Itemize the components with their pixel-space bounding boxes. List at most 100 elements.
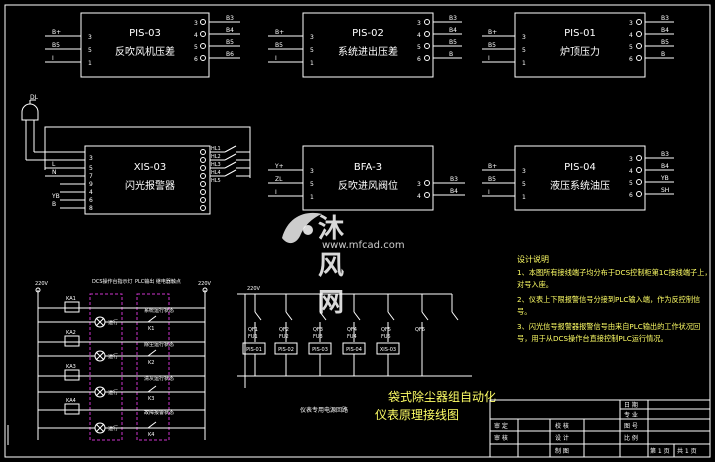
pis01-in-1: B5 <box>488 42 496 49</box>
pis04-pin-out-2: 5 <box>629 180 633 187</box>
load-2: PIS-03 <box>312 347 328 353</box>
fuse-2: FU3 <box>313 334 323 340</box>
pis03-out-3: B6 <box>226 51 234 58</box>
pis03-out-1: B4 <box>226 27 234 34</box>
state-1: 除尘运行状态 <box>144 341 174 348</box>
pis04-pin-in-0: 3 <box>522 168 526 175</box>
drawing-title-line2: 仪表原理接线图 <box>375 407 459 422</box>
power-branch-5: QF5 FU5 XIS-03 <box>376 294 400 376</box>
tb-r1-c4: 比 例 <box>624 434 638 442</box>
power-branch-4: QF4 FU4 PIS-04 <box>342 294 366 376</box>
tb-r2-c4: 第 1 页 <box>650 447 670 455</box>
state-0: 系统运行状态 <box>144 307 174 314</box>
contact-2: K3 <box>148 396 154 402</box>
breaker-1: QF2 <box>279 327 289 333</box>
pis03-desc: 反吹风机压差 <box>115 45 175 58</box>
pis01-out-3: B <box>661 51 665 58</box>
alarm-right-label: 220V <box>198 281 212 287</box>
load-4: XIS-03 <box>380 347 396 353</box>
module-bfa3: BFA-3 反吹进风阀位 Y+ ZL I 3 5 1 3 4 B3 B4 <box>268 145 465 211</box>
pis01-out-0: B3 <box>661 15 669 22</box>
pis03-out-0: B3 <box>226 15 234 22</box>
breaker-3: QF4 <box>347 327 357 333</box>
drawing-title-line1: 袋式除尘器组自动化 <box>388 389 496 404</box>
bfa3-pin-in-1: 5 <box>310 181 314 188</box>
pis04-tag: PIS-04 <box>564 162 596 173</box>
tb-r0-c0: 审 定 <box>494 422 508 430</box>
pis04-out-0: B3 <box>661 151 669 158</box>
module-pis04: PIS-04 液压系统油压 B+ B5 I 3 5 1 3 4 5 6 B3 B… <box>482 145 674 211</box>
pis03-pin-out-0: 3 <box>194 20 198 27</box>
horn-label: DL <box>30 94 39 101</box>
notes-line-3: 号。 <box>517 307 531 316</box>
drawing-title: 袋式除尘器组自动化 仪表原理接线图 <box>375 389 496 422</box>
pis02-pin-out-1: 4 <box>417 32 421 39</box>
xis03-left-pins: L N YB B 3 5 7 9 4 6 8 <box>45 155 93 212</box>
fuse-4: FU5 <box>381 334 391 340</box>
pis04-pin-out-0: 3 <box>629 156 633 163</box>
design-notes: 设计说明 1、本图所有接线端子均分布于DCS控制柜第1C接线端子上， 对号入座。… <box>517 254 712 343</box>
pis02-pin-in-2: 1 <box>310 60 314 67</box>
pis01-pin-out-1: 4 <box>629 32 633 39</box>
load-3: PIS-04 <box>346 347 362 353</box>
notes-line-5: 号，用于从DCS操作台直接控制PLC运行情况。 <box>517 334 668 343</box>
breaker-0: QF1 <box>248 327 258 333</box>
fuse-0: FU1 <box>248 334 258 340</box>
alarm-row-4: KA4 运行 故障报警状态 K4 <box>38 398 205 438</box>
xis03-pin-3: 9 <box>89 181 93 188</box>
pis02-pin-in-0: 3 <box>310 34 314 41</box>
pis02-pin-in-1: 5 <box>310 47 314 54</box>
breaker-5: QF6 <box>415 327 425 333</box>
xis03-pin-5: 6 <box>89 197 93 204</box>
xis03-out-1: HL2 <box>211 154 221 160</box>
horn-icon <box>21 103 39 121</box>
pis04-in-2: I <box>488 189 490 196</box>
xis03-pin-0: 3 <box>89 155 93 162</box>
bfa3-in-1: ZL <box>275 176 283 183</box>
relay-3: KA4 <box>66 398 76 404</box>
fuse-1: FU2 <box>279 334 289 340</box>
notes-heading: 设计说明 <box>517 254 549 264</box>
pis04-pin-in-2: 1 <box>522 194 526 201</box>
tb-r0-c2: 校 核 <box>555 422 569 430</box>
state-2: 清灰运行状态 <box>144 375 174 382</box>
alarm-row-2: KA2 运行 除尘运行状态 K2 <box>38 330 205 366</box>
load-0: PIS-01 <box>246 347 262 353</box>
xis03-out-3: HL4 <box>211 170 221 176</box>
contact-0: K1 <box>148 326 154 332</box>
xis03-pin-2: 7 <box>89 173 93 180</box>
alarm-row-3: KA3 运行 清灰运行状态 K3 <box>38 364 205 402</box>
bfa3-in-0: Y+ <box>274 163 284 170</box>
module-pis01: PIS-01 炉顶压力 B+ B5 I 3 5 1 3 4 5 6 B3 B4 … <box>482 12 674 78</box>
breaker-2: QF3 <box>313 327 323 333</box>
notes-line-4: 3、闪光信号报警器报警信号由来自PLC输出的工作状况回 <box>517 322 700 331</box>
alarm-left-label: 220V <box>35 281 49 287</box>
notes-line-1: 对号入座。 <box>517 280 553 289</box>
xis03-in-N: N <box>52 169 57 176</box>
relay-1: KA2 <box>66 330 76 336</box>
breaker-4: QF5 <box>381 327 391 333</box>
xis03-desc: 闪光报警器 <box>125 179 175 192</box>
pis03-in-0: B+ <box>52 29 61 36</box>
power-caption: 仪表专用电源回路 <box>300 406 348 414</box>
state-3: 故障报警状态 <box>144 409 174 416</box>
xis03-tag: XIS-03 <box>134 162 166 173</box>
pis03-tag: PIS-03 <box>129 28 161 39</box>
pis02-out-2: B5 <box>449 39 457 46</box>
tb-r2-c2: 制 图 <box>555 447 569 455</box>
alarm-lamp-circuit: 220V DCS操作台指示灯 PLC输出 继电器触点 220V KA1 运行 系… <box>35 278 212 441</box>
pis01-pin-out-3: 6 <box>629 56 633 63</box>
alarm-right-header: PLC输出 继电器触点 <box>135 278 181 285</box>
pis04-pin-out-3: 6 <box>629 192 633 199</box>
pis02-pin-out-0: 3 <box>417 20 421 27</box>
contact-1: K2 <box>148 360 154 366</box>
pis02-out-3: B <box>449 51 453 58</box>
module-pis02: PIS-02 系统进出压差 B+ B5 I 3 5 1 3 4 5 6 B3 B… <box>268 12 462 78</box>
power-label: 220V <box>247 286 261 292</box>
pis04-out-1: B4 <box>661 163 669 170</box>
pis03-out-2: B5 <box>226 39 234 46</box>
tb-r0-c4: 图 号 <box>624 423 638 430</box>
notes-line-2: 2、仪表上下限报警信号分接到PLC输入端，作为反控制信 <box>517 295 700 304</box>
sheet-border <box>4 4 711 458</box>
